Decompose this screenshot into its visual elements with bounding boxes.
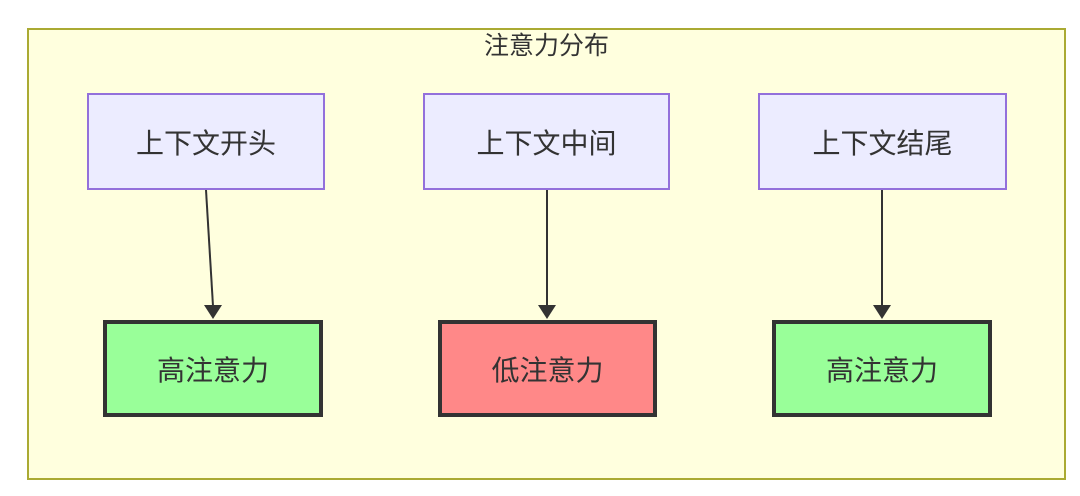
node-context-start: 上下文开头: [87, 93, 325, 190]
node-context-end-label: 上下文结尾: [812, 126, 953, 160]
diagram-title: 注意力分布: [483, 31, 609, 60]
node-context-end: 上下文结尾: [758, 93, 1007, 190]
node-high-attention-2-label: 高注意力: [825, 353, 938, 387]
node-high-attention-2: 高注意力: [772, 320, 992, 417]
node-context-start-label: 上下文开头: [135, 126, 276, 160]
node-low-attention-label: 低注意力: [491, 353, 604, 387]
node-context-middle: 上下文中间: [423, 93, 670, 190]
node-high-attention-1-label: 高注意力: [156, 353, 269, 387]
node-low-attention: 低注意力: [438, 320, 657, 417]
node-context-middle-label: 上下文中间: [476, 126, 617, 160]
node-high-attention-1: 高注意力: [103, 320, 323, 417]
